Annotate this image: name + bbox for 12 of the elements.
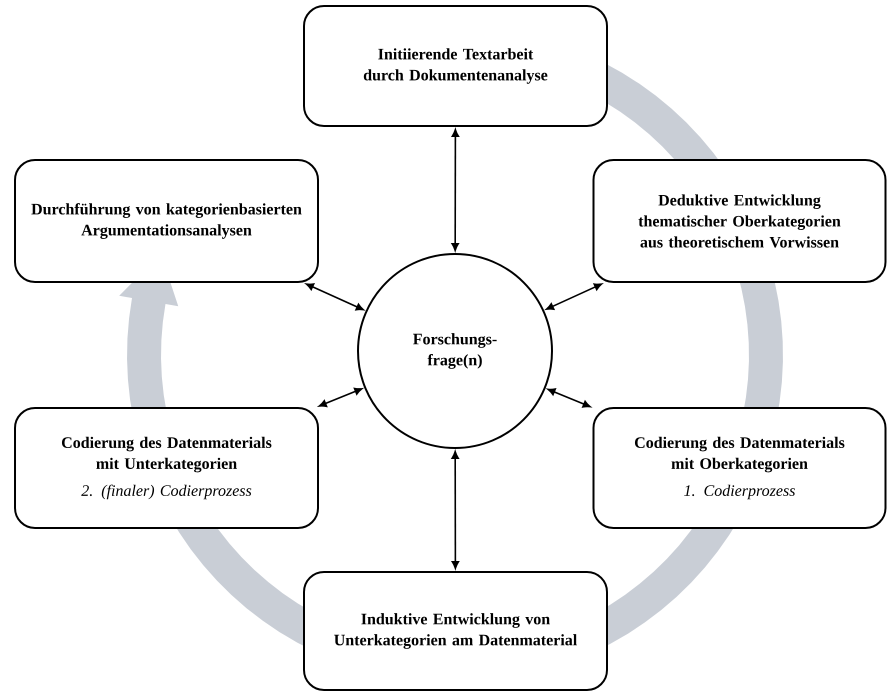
process-box: Deduktive Entwicklung thematischer Oberkategorien aus theoretischem Vorwissen	[592, 159, 886, 283]
arrow	[451, 450, 460, 569]
process-box: Induktive Entwicklung von Unterkategorien am Datenmaterial	[303, 571, 608, 691]
arrow	[306, 283, 364, 310]
arrow	[547, 388, 591, 408]
arrow	[318, 388, 362, 408]
process-box: Codierung des Datenmaterials mit Unterkategorien 2. (finaler) Codierprozess	[14, 407, 319, 529]
arrow	[451, 128, 460, 252]
process-box: Durchführung von kategorienbasierten Argumentationsanalysen	[14, 159, 319, 283]
process-box: Initiierende Textarbeit durch Dokumentenanalyse	[303, 5, 608, 127]
arrow	[546, 283, 602, 310]
process-box: Codierung des Datenmaterials mit Oberkategorien 1. Codierprozess	[592, 407, 886, 529]
